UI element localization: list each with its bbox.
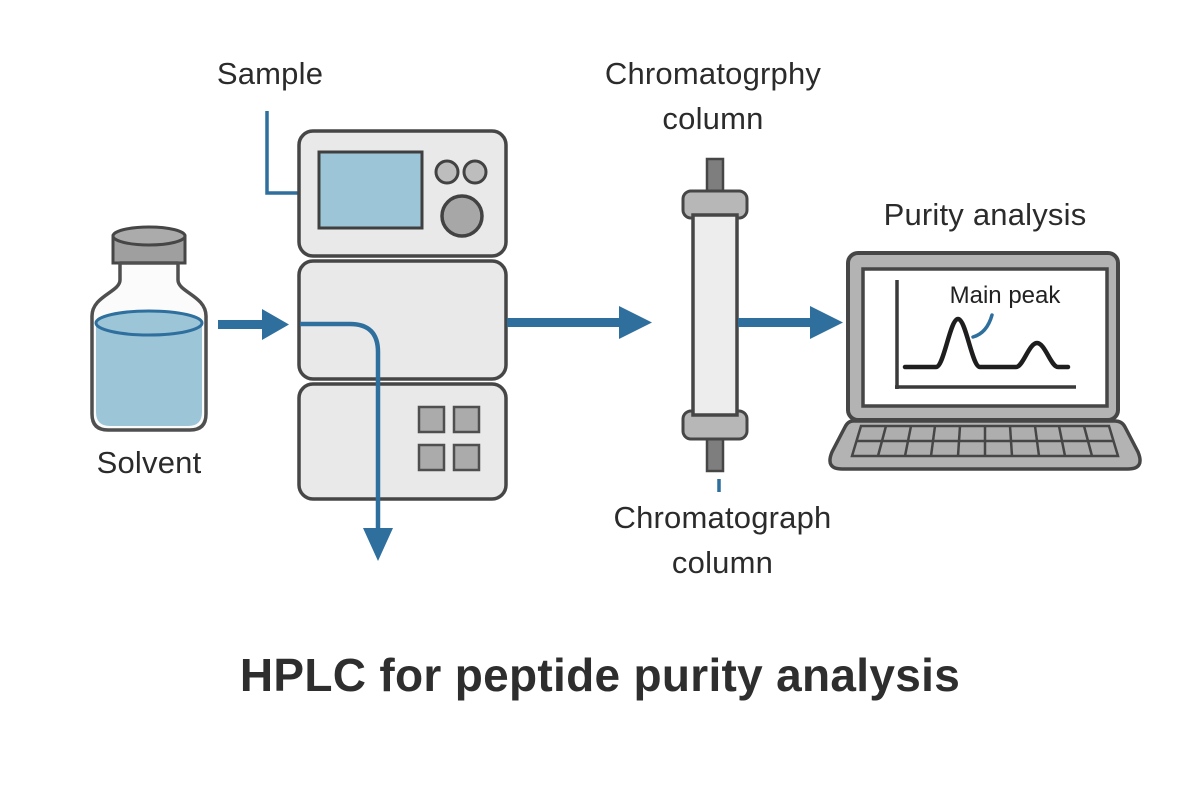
chromatography-column xyxy=(681,157,749,492)
sample-connector-line xyxy=(265,111,301,195)
arrow-shaft xyxy=(218,320,262,329)
arrow-shaft xyxy=(738,318,810,327)
arrow-solvent-to-instrument-icon xyxy=(218,309,289,340)
solvent-bottle xyxy=(90,225,208,432)
bottle-cap-top xyxy=(111,225,187,247)
keyboard-key-divider xyxy=(1008,425,1014,457)
keyboard-key-divider xyxy=(956,425,962,457)
laptop-keyboard xyxy=(850,424,1120,458)
keypad-square xyxy=(452,405,481,434)
bottle-liquid xyxy=(96,323,202,426)
column-top-label-line1: Chromatogrphy xyxy=(604,56,822,91)
arrow-head xyxy=(262,309,289,340)
arrow-column-to-laptop-icon xyxy=(738,306,843,339)
solvent-tube-line xyxy=(300,321,381,531)
keyboard-key-divider xyxy=(929,425,937,457)
column-bottom-label-line1: Chromatograph xyxy=(613,500,832,535)
keyboard-key-divider xyxy=(1057,425,1067,457)
column-top-label: Chromatogrphy column xyxy=(538,52,888,142)
column-body xyxy=(691,213,739,417)
keyboard-key-divider xyxy=(876,425,888,457)
column-bottom-label: Chromatograph column xyxy=(565,496,880,586)
purity-analysis-label: Purity analysis xyxy=(883,197,1087,232)
arrow-shaft xyxy=(507,318,619,327)
chromatogram-plot xyxy=(895,280,1076,389)
arrow-head xyxy=(810,306,843,339)
main-peak-annotation-curve xyxy=(971,313,994,339)
hplc-instrument xyxy=(297,129,508,561)
instrument-button-right-icon xyxy=(462,159,488,185)
bottle-liquid-surface xyxy=(94,309,204,337)
chromatogram-trace xyxy=(902,316,1071,370)
arrow-instrument-to-column-icon xyxy=(507,306,652,339)
column-top-label-line2: column xyxy=(662,100,764,136)
instrument-knob-icon xyxy=(440,194,484,238)
sample-label: Sample xyxy=(216,56,324,91)
keyboard-key-divider xyxy=(1033,425,1041,457)
solvent-label: Solvent xyxy=(96,445,202,480)
keyboard-key-divider xyxy=(903,425,913,457)
keypad-square xyxy=(417,405,446,434)
tube-down-arrowhead-icon xyxy=(363,528,393,561)
keyboard-key-divider xyxy=(1082,425,1094,457)
column-bottom-label-line2: column xyxy=(671,544,774,580)
diagram-title: HPLC for peptide purity analysis xyxy=(239,649,961,701)
instrument-keypad xyxy=(417,405,481,472)
keypad-square xyxy=(452,443,481,472)
instrument-button-left-icon xyxy=(434,159,460,185)
keypad-square xyxy=(417,443,446,472)
instrument-display-screen xyxy=(317,150,424,230)
column-bottom-stem xyxy=(705,435,725,473)
main-peak-label: Main peak xyxy=(949,282,1061,309)
laptop xyxy=(828,251,1142,471)
instrument-module-bottom xyxy=(297,382,508,501)
arrow-head xyxy=(619,306,652,339)
laptop-screen xyxy=(861,267,1109,408)
instrument-module-middle xyxy=(297,259,508,381)
